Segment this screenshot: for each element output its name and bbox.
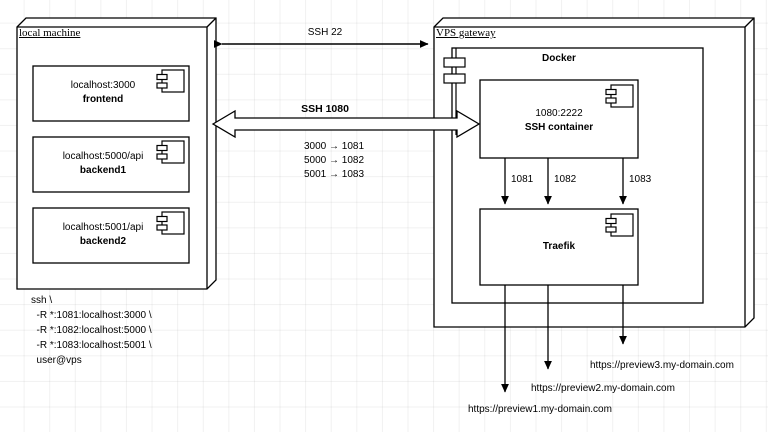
ssh-command-line-3: -R *:1082:localhost:5000 \ (31, 325, 152, 336)
component-name-traefik: Traefik (542, 241, 576, 252)
container-label-docker: Docker (542, 53, 576, 64)
component-name-backend1: backend1 (79, 165, 127, 176)
component-port-frontend: localhost:3000 (70, 80, 136, 91)
uml-component-icon (156, 211, 185, 235)
output-url-preview1: https://preview1.my-domain.com (468, 404, 612, 415)
connector-traefik-outputs (501, 285, 627, 393)
port-label-1083: 1083 (629, 174, 652, 185)
component-port-backend1: localhost:5000/api (62, 151, 144, 162)
ssh-command-line-1: ssh \ (31, 295, 53, 306)
component-name-ssh-container: SSH container (524, 122, 594, 133)
output-url-preview3: https://preview3.my-domain.com (590, 360, 734, 371)
port-map-line-1: 3000 → 1081 (304, 141, 365, 152)
container-box-docker (451, 47, 704, 304)
ssh-command-line-4: -R *:1083:localhost:5001 \ (31, 340, 152, 351)
connector-ssh1080 (211, 109, 481, 139)
port-map-line-2: 5000 → 1082 (304, 155, 365, 166)
uml-component-icon (605, 213, 634, 237)
connector-ports-container-to-traefik (501, 158, 627, 205)
port-label-1082: 1082 (554, 174, 577, 185)
node-label-local-machine: local machine (19, 27, 81, 39)
connector-label-ssh1080: SSH 1080 (301, 103, 349, 115)
port-map-line-3: 5001 → 1083 (304, 169, 365, 180)
component-port-ssh-container: 1080:2222 (535, 108, 583, 119)
component-box-frontend (32, 65, 190, 122)
component-box-backend1 (32, 136, 190, 193)
component-box-backend2 (32, 207, 190, 264)
node-label-vps-gateway: VPS gateway (436, 27, 496, 39)
connector-label-ssh22: SSH 22 (307, 27, 343, 38)
component-port-backend2: localhost:5001/api (62, 222, 144, 233)
output-url-preview2: https://preview2.my-domain.com (531, 383, 675, 394)
ssh-command-line-2: -R *:1081:localhost:3000 \ (31, 310, 152, 321)
component-name-frontend: frontend (82, 94, 124, 105)
component-box-ssh-container (479, 79, 639, 159)
uml-component-icon (156, 140, 185, 164)
component-name-backend2: backend2 (79, 236, 127, 247)
ssh-command-line-5: user@vps (31, 355, 82, 366)
uml-component-icon (605, 84, 634, 108)
component-box-traefik (479, 208, 639, 286)
uml-component-icon (156, 69, 185, 93)
port-label-1081: 1081 (511, 174, 534, 185)
